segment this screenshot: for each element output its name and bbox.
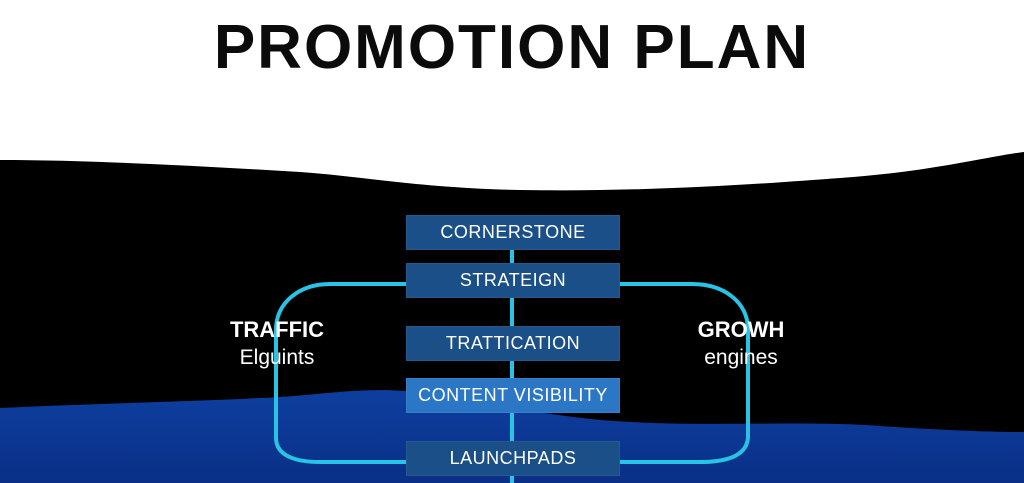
stack-box-content-visibility: CONTENT VISIBILITY [406, 378, 620, 413]
page-title: PROMOTION PLAN [213, 13, 811, 82]
stack-box-trattication: TRATTICATION [406, 326, 620, 361]
stack-box-strateign: STRATEIGN [406, 263, 620, 298]
stack-box-launchpads: LAUNCHPADS [406, 441, 620, 476]
left-connector [274, 282, 406, 464]
left-group-subtitle: Elguints [239, 346, 315, 369]
right-connector [618, 282, 750, 464]
right-group-label: GROWH engines [676, 316, 806, 372]
stack-box-cornerstone: CORNERSTONE [406, 215, 620, 250]
right-group-subtitle: engines [704, 346, 778, 369]
left-group-title: TRAFFIC [229, 317, 325, 342]
right-group-title: GROWH [697, 317, 785, 342]
left-group-label: TRAFFIC Elguints [212, 316, 342, 372]
